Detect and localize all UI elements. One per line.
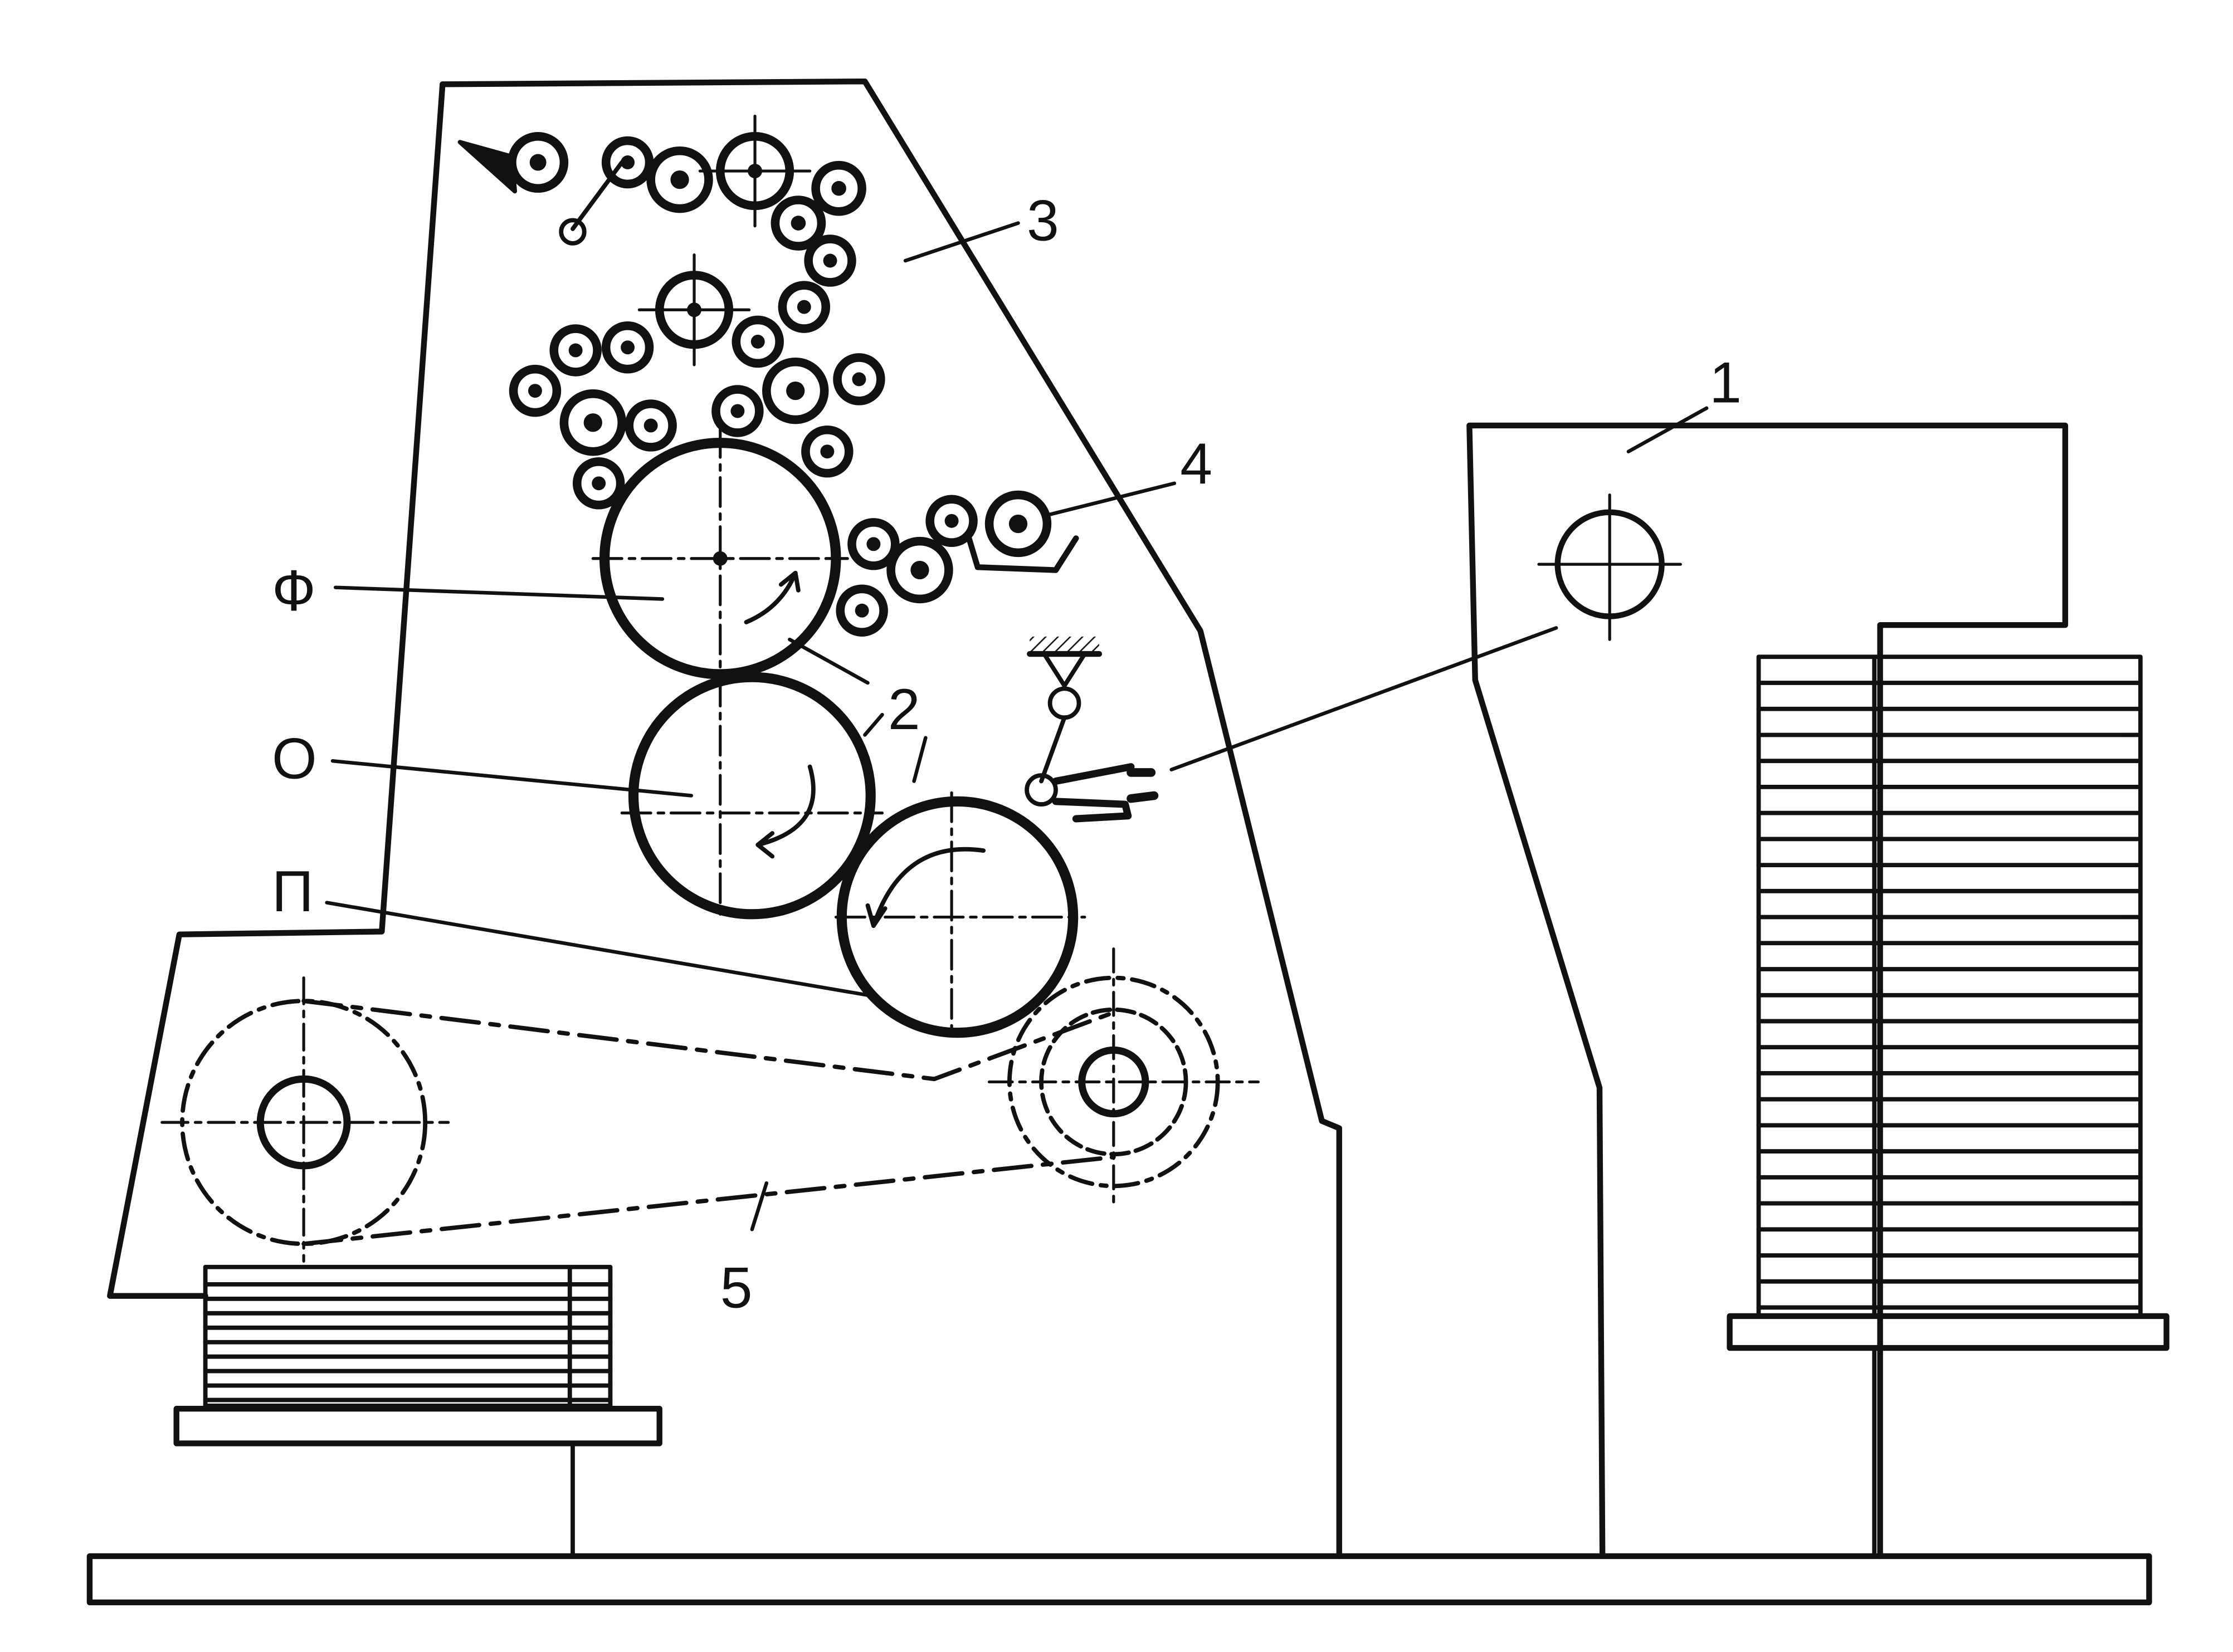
roller xyxy=(646,146,713,213)
roller xyxy=(804,234,856,287)
roller xyxy=(811,160,866,216)
delivery-sprocket-right xyxy=(987,947,1260,1211)
distributor-drum xyxy=(698,114,812,228)
roller xyxy=(984,490,1052,558)
plate-cylinder xyxy=(591,427,849,690)
press-frame xyxy=(440,78,1342,1560)
ductor-arm xyxy=(559,160,625,246)
roller xyxy=(836,584,888,637)
roller xyxy=(833,353,885,405)
label-dampening: 4 xyxy=(1180,432,1212,496)
roller xyxy=(711,385,764,437)
roller xyxy=(625,399,677,452)
roller xyxy=(778,281,831,333)
delivery-chain xyxy=(301,999,1116,1247)
label-frame: 3 xyxy=(1027,189,1059,253)
label-blanket: 2 xyxy=(888,677,920,742)
feeder-frame xyxy=(1466,422,2069,1560)
distributor-drum xyxy=(637,253,751,366)
roller xyxy=(732,315,784,368)
base-plate xyxy=(86,1553,2152,1606)
roller xyxy=(771,195,826,251)
roller-train xyxy=(508,114,1052,637)
delivery-sprocket-left xyxy=(160,976,450,1263)
label-offset-cylinder: О xyxy=(272,726,317,791)
roller xyxy=(886,536,953,604)
dampening-pan xyxy=(966,535,1079,573)
label-impression-cylinder: П xyxy=(272,859,314,924)
roller xyxy=(549,324,602,377)
impression-cylinder xyxy=(834,791,1086,1038)
roller xyxy=(572,457,625,510)
ink-fountain xyxy=(457,140,518,194)
label-plate-cylinder: Ф xyxy=(272,559,316,623)
press-frame-left-edge xyxy=(107,81,446,1299)
roller xyxy=(601,136,654,189)
labels: 1 2 3 4 5 Ф О П xyxy=(272,189,1742,1321)
feeder-pivot xyxy=(1537,493,1682,641)
roller xyxy=(847,518,900,570)
roller xyxy=(601,321,654,374)
delivery-sheet-pile xyxy=(173,1264,662,1558)
roller xyxy=(509,364,562,417)
roller xyxy=(762,357,829,424)
swing-gripper xyxy=(1025,636,1159,823)
feeder-sheet-pile xyxy=(1727,654,2169,1558)
roller xyxy=(801,425,854,478)
roller xyxy=(508,131,569,193)
label-delivery: 5 xyxy=(720,1255,753,1320)
offset-cylinder xyxy=(620,672,884,920)
label-feeder: 1 xyxy=(1709,350,1742,415)
leader-lines xyxy=(325,221,1709,1231)
roller xyxy=(559,389,627,456)
roller xyxy=(925,495,978,547)
